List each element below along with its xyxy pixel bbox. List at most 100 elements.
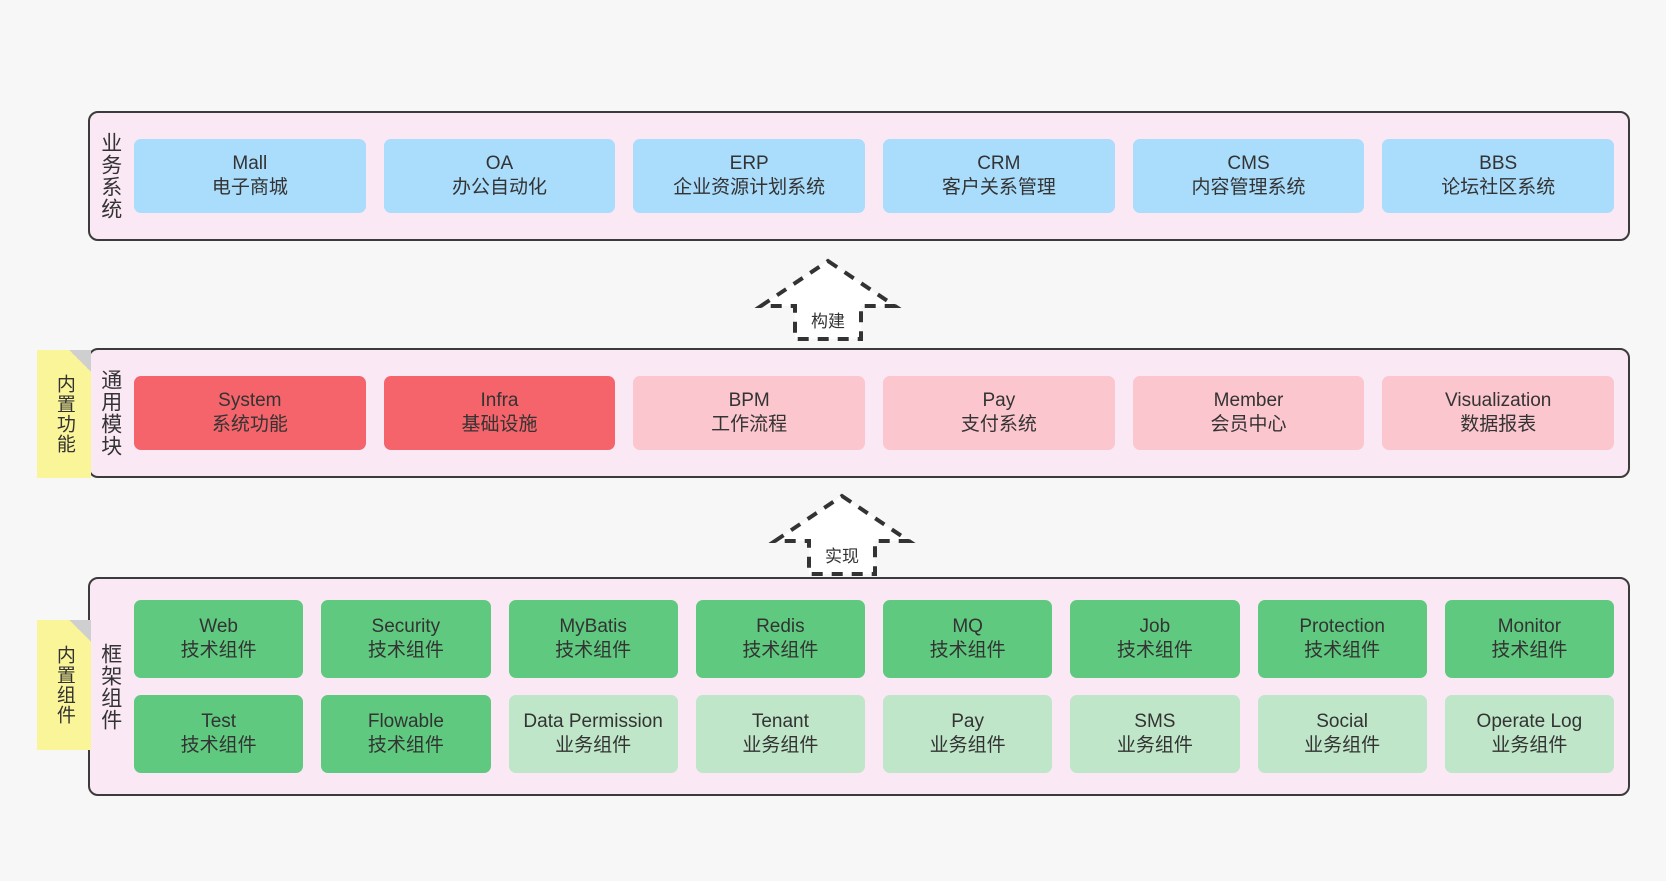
node-subtitle: 技术组件 xyxy=(1116,640,1193,661)
node-subtitle: 业务组件 xyxy=(1491,735,1568,756)
node-row: Mall 电子商城 OA 办公自动化 ERP 企业资源计划系统 CRM 客户关系… xyxy=(134,139,1615,213)
node-name: Data Permission xyxy=(523,710,663,732)
node-social[interactable]: Social 业务组件 xyxy=(1257,695,1427,773)
folded-corner-icon xyxy=(69,620,91,642)
node-monitor[interactable]: Monitor 技术组件 xyxy=(1444,600,1614,678)
node-data-permission[interactable]: Data Permission 业务组件 xyxy=(508,695,678,773)
node-name: CRM xyxy=(977,152,1021,174)
node-system[interactable]: System 系统功能 xyxy=(134,376,366,450)
node-subtitle: 论坛社区系统 xyxy=(1441,177,1556,198)
node-flowable[interactable]: Flowable 技术组件 xyxy=(321,695,491,773)
node-name: BBS xyxy=(1479,152,1518,174)
node-infra[interactable]: Infra 基础设施 xyxy=(383,376,616,450)
node-name: Monitor xyxy=(1497,615,1562,637)
node-pay[interactable]: Pay 支付系统 xyxy=(883,376,1115,450)
arrow-build-label: 构建 xyxy=(811,312,845,331)
node-subtitle: 企业资源计划系统 xyxy=(673,177,826,198)
node-subtitle: 技术组件 xyxy=(929,640,1006,661)
node-oa[interactable]: OA 办公自动化 xyxy=(383,139,616,213)
node-subtitle: 电子商城 xyxy=(211,177,288,198)
node-subtitle: 工作流程 xyxy=(711,414,788,435)
node-subtitle: 技术组件 xyxy=(180,640,257,661)
layer-panel-framework: 框架组件 Web 技术组件 Security 技术组件 MyBatis 技术组件… xyxy=(88,577,1630,796)
node-mq[interactable]: MQ 技术组件 xyxy=(883,600,1053,678)
layer-panel-business: 业务系统 Mall 电子商城 OA 办公自动化 ERP 企业资源计划系统 CRM… xyxy=(88,111,1630,241)
node-name: Tenant xyxy=(751,710,809,732)
node-subtitle: 技术组件 xyxy=(367,735,444,756)
node-name: BPM xyxy=(728,389,770,411)
node-bpm[interactable]: BPM 工作流程 xyxy=(633,376,866,450)
node-subtitle: 业务组件 xyxy=(1304,735,1381,756)
layer-body-common: System 系统功能 Infra 基础设施 BPM 工作流程 Pay 支付系统… xyxy=(130,350,1628,476)
node-name: SMS xyxy=(1134,710,1176,732)
node-security[interactable]: Security 技术组件 xyxy=(321,600,491,678)
node-name: Protection xyxy=(1299,615,1385,637)
node-row: System 系统功能 Infra 基础设施 BPM 工作流程 Pay 支付系统… xyxy=(134,376,1615,450)
node-name: System xyxy=(218,389,282,411)
node-name: Operate Log xyxy=(1476,710,1583,732)
node-name: Social xyxy=(1316,710,1368,732)
node-member[interactable]: Member 会员中心 xyxy=(1132,376,1365,450)
node-subtitle: 技术组件 xyxy=(1304,640,1381,661)
node-row: Test 技术组件 Flowable 技术组件 Data Permission … xyxy=(134,695,1614,773)
node-name: Pay xyxy=(982,389,1016,411)
node-mybatis[interactable]: MyBatis 技术组件 xyxy=(508,600,678,678)
arrow-build: 构建 xyxy=(754,257,902,343)
node-protection[interactable]: Protection 技术组件 xyxy=(1257,600,1427,678)
folded-corner-icon xyxy=(69,350,91,372)
arrow-realize-label: 实现 xyxy=(825,547,859,566)
arrow-build-shape xyxy=(754,258,902,341)
node-name: Web xyxy=(199,615,238,637)
sticky-note-builtin-components: 内置组件 xyxy=(37,620,91,750)
node-web[interactable]: Web 技术组件 xyxy=(134,600,304,678)
node-name: Flowable xyxy=(367,710,444,732)
sticky-note-label: 内置组件 xyxy=(53,645,75,725)
node-name: Pay xyxy=(951,710,984,732)
node-name: ERP xyxy=(729,152,769,174)
layer-panel-common: 通用模块 System 系统功能 Infra 基础设施 BPM 工作流程 Pay… xyxy=(88,348,1630,478)
arrow-realize-shape xyxy=(768,493,916,576)
node-test[interactable]: Test 技术组件 xyxy=(134,695,304,773)
arrow-realize: 实现 xyxy=(768,492,916,578)
node-visualization[interactable]: Visualization 数据报表 xyxy=(1382,376,1615,450)
node-name: Visualization xyxy=(1445,389,1552,411)
layer-title-business: 业务系统 xyxy=(98,132,122,220)
node-subtitle: 客户关系管理 xyxy=(941,177,1056,198)
node-subtitle: 数据报表 xyxy=(1460,414,1537,435)
sticky-note-label: 内置功能 xyxy=(53,374,75,454)
node-tenant[interactable]: Tenant 业务组件 xyxy=(695,695,865,773)
node-subtitle: 技术组件 xyxy=(555,640,632,661)
node-name: Mall xyxy=(232,152,268,174)
node-name: Test xyxy=(201,710,237,732)
node-name: OA xyxy=(485,152,514,174)
node-subtitle: 办公自动化 xyxy=(452,177,548,198)
node-pay-business[interactable]: Pay 业务组件 xyxy=(883,695,1053,773)
node-name: MyBatis xyxy=(559,615,627,637)
node-sms[interactable]: SMS 业务组件 xyxy=(1070,695,1240,773)
node-row: Web 技术组件 Security 技术组件 MyBatis 技术组件 Redi… xyxy=(134,600,1614,678)
node-name: Job xyxy=(1139,615,1171,637)
sticky-note-builtin-functions: 内置功能 xyxy=(37,350,91,478)
node-subtitle: 技术组件 xyxy=(1491,640,1568,661)
node-subtitle: 业务组件 xyxy=(1116,735,1193,756)
node-subtitle: 系统功能 xyxy=(211,414,288,435)
node-redis[interactable]: Redis 技术组件 xyxy=(695,600,865,678)
node-mall[interactable]: Mall 电子商城 xyxy=(134,139,366,213)
node-name: CMS xyxy=(1227,152,1270,174)
node-subtitle: 支付系统 xyxy=(960,414,1037,435)
node-crm[interactable]: CRM 客户关系管理 xyxy=(883,139,1115,213)
node-operate-log[interactable]: Operate Log 业务组件 xyxy=(1444,695,1614,773)
node-subtitle: 技术组件 xyxy=(367,640,444,661)
node-job[interactable]: Job 技术组件 xyxy=(1070,600,1240,678)
node-name: MQ xyxy=(952,615,983,637)
node-name: Infra xyxy=(480,389,519,411)
node-subtitle: 业务组件 xyxy=(742,735,819,756)
node-bbs[interactable]: BBS 论坛社区系统 xyxy=(1382,139,1615,213)
node-subtitle: 内容管理系统 xyxy=(1191,177,1306,198)
layer-title-common: 通用模块 xyxy=(98,369,122,457)
node-cms[interactable]: CMS 内容管理系统 xyxy=(1132,139,1365,213)
node-erp[interactable]: ERP 企业资源计划系统 xyxy=(633,139,866,213)
node-subtitle: 技术组件 xyxy=(180,735,257,756)
node-subtitle: 会员中心 xyxy=(1210,414,1287,435)
